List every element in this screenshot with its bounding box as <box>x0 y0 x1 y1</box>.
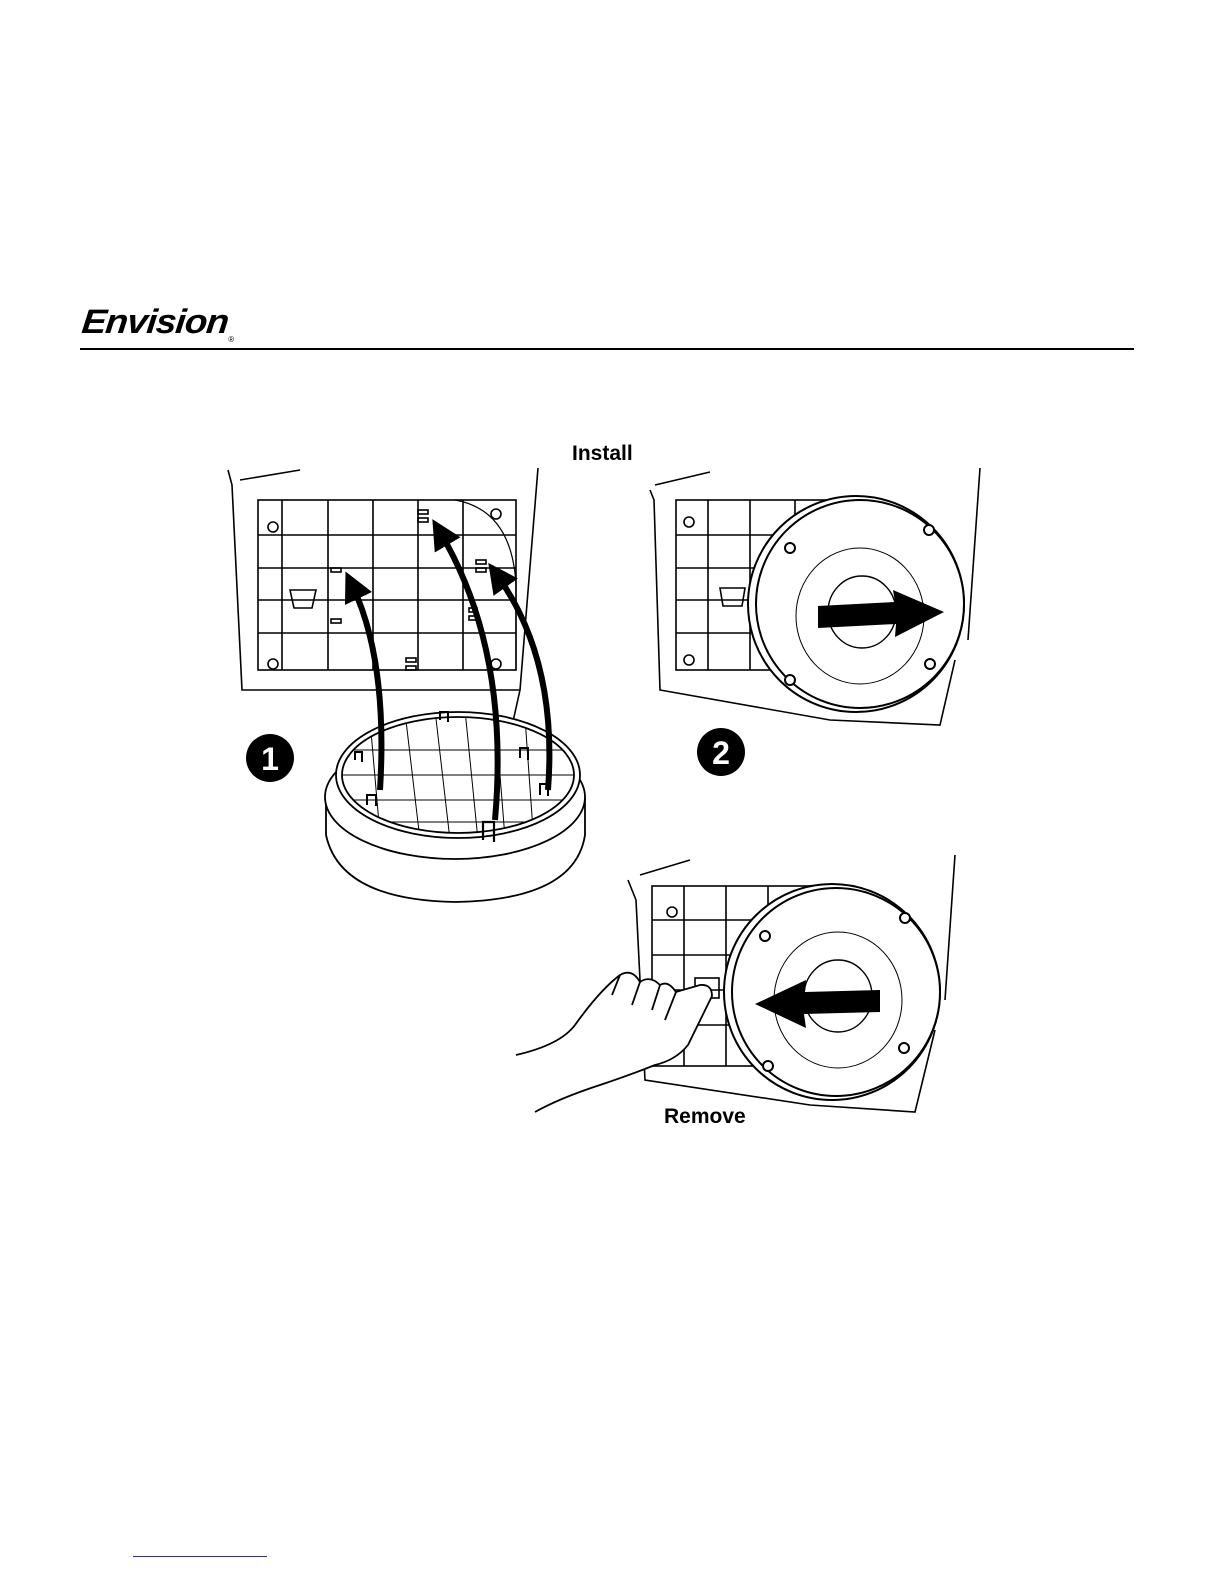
remove-caption: Remove <box>664 1105 746 1129</box>
step-1-badge: 1 <box>246 734 294 782</box>
install-caption: Install <box>572 442 633 466</box>
hand-pressing-release <box>516 973 712 1112</box>
step-2-badge: 2 <box>697 728 745 776</box>
panel1-filter-disc <box>325 710 585 902</box>
footer-link-underline[interactable] <box>133 1556 267 1557</box>
step-2-number: 2 <box>712 735 730 771</box>
panel2-filter-installed <box>748 496 964 712</box>
step-1-number: 1 <box>261 741 279 777</box>
